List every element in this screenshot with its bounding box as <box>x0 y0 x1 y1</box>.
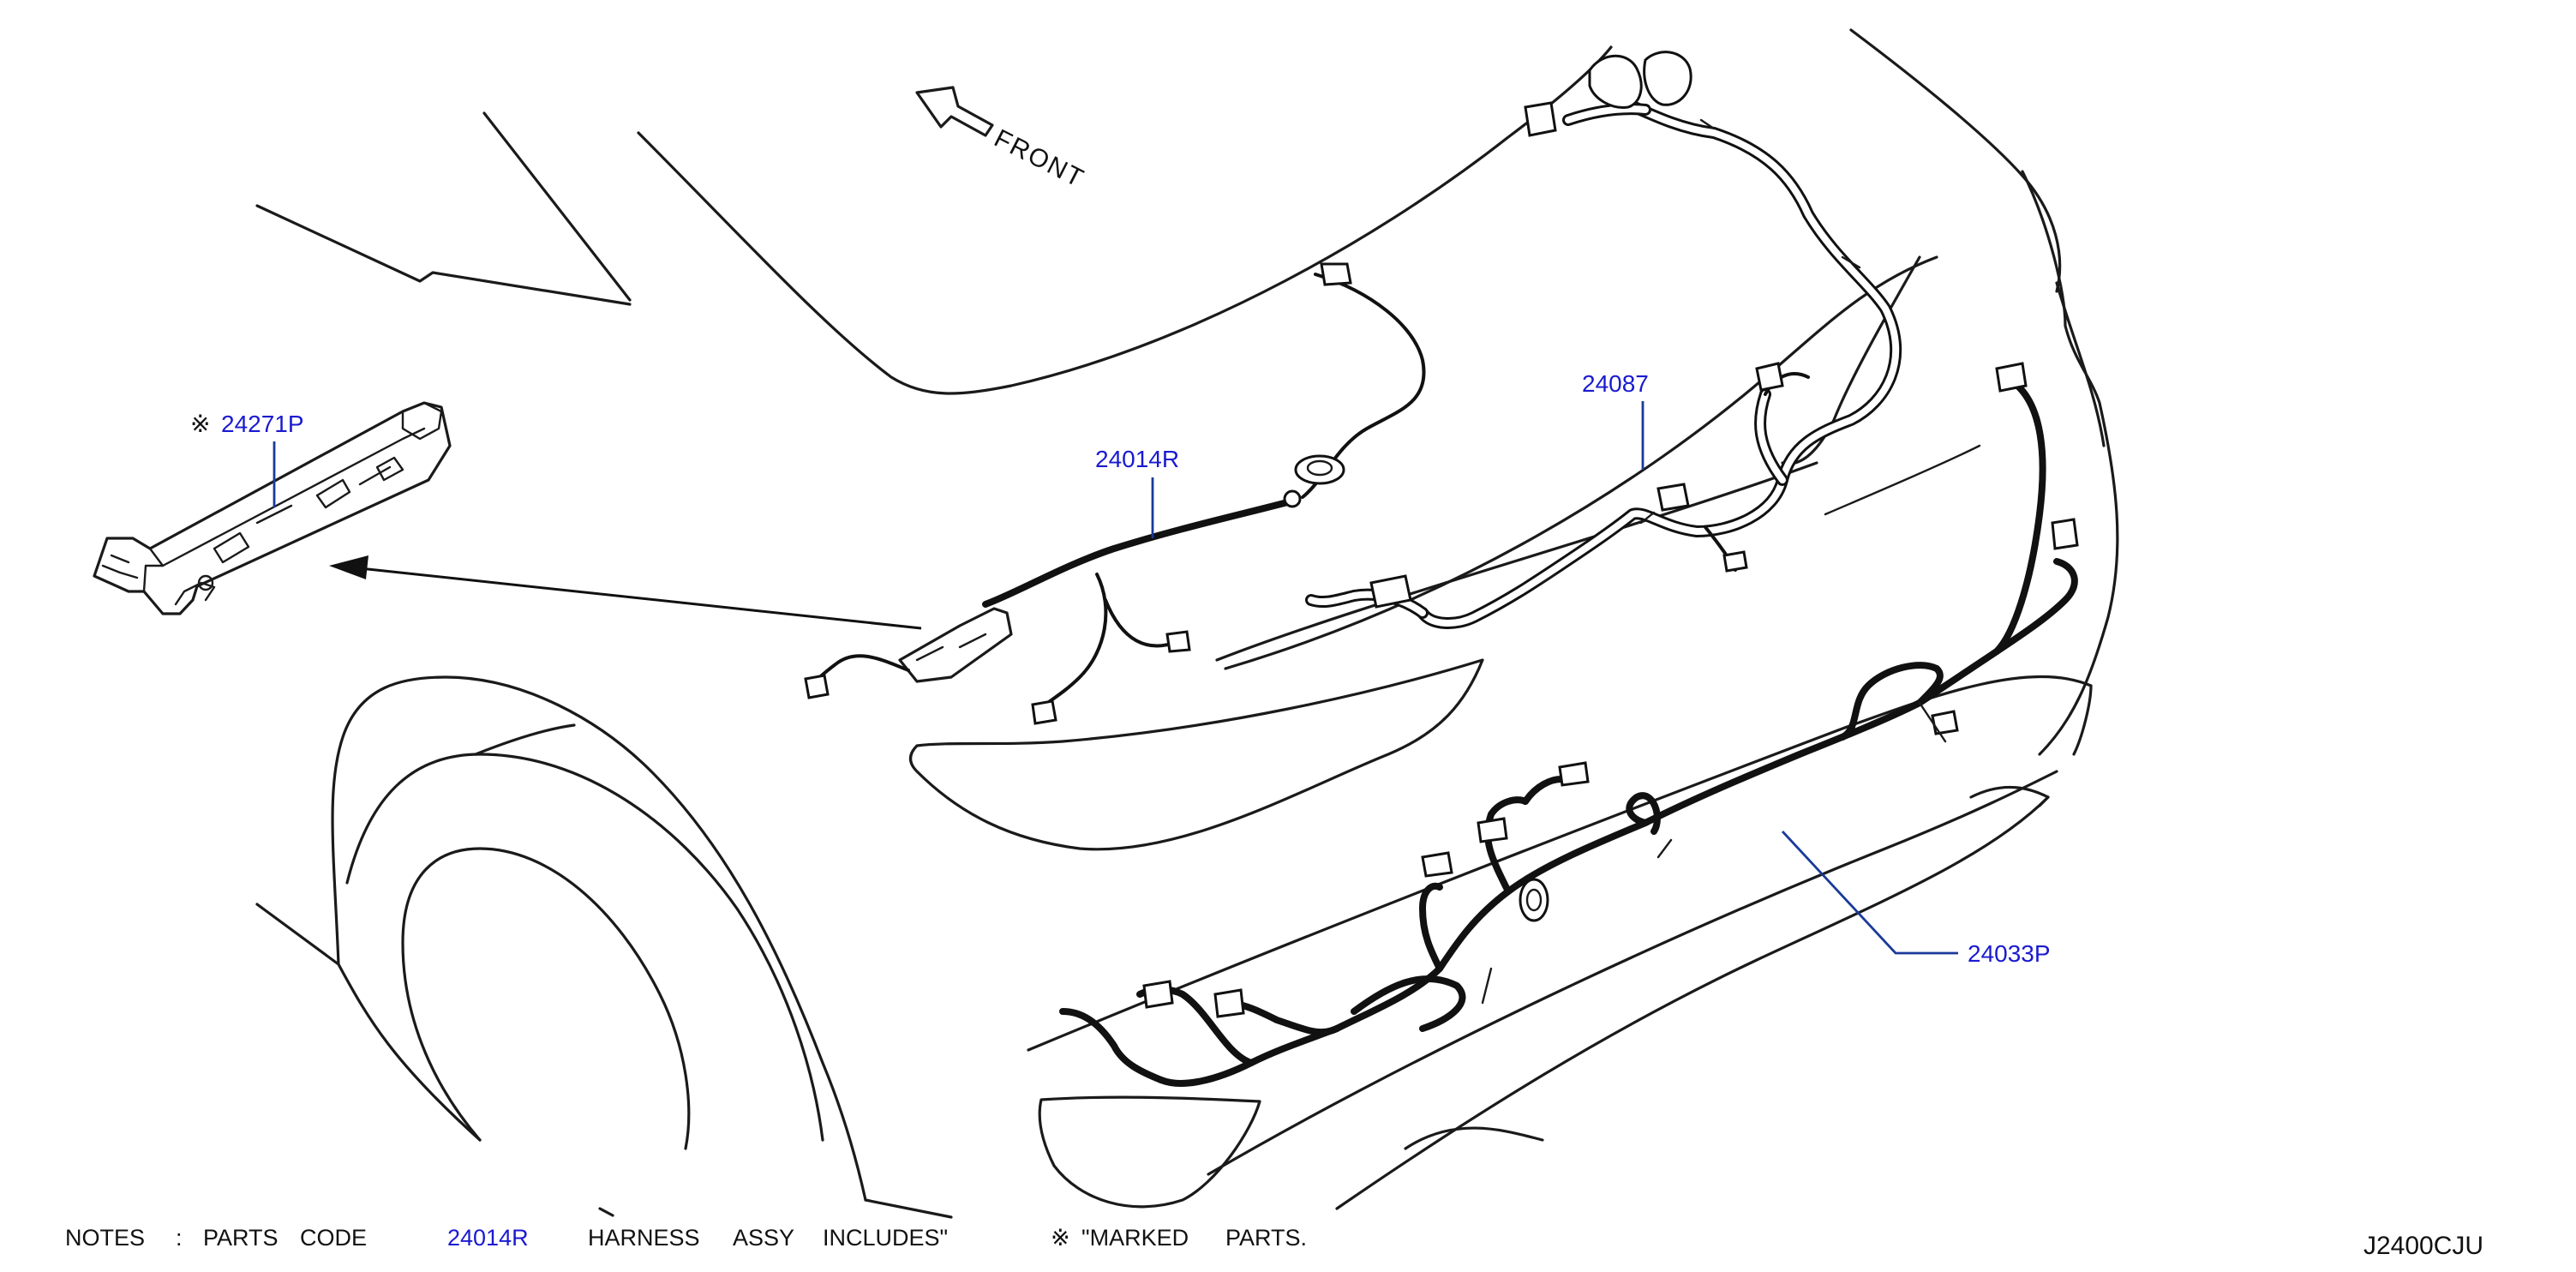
detail-pointer-arrow <box>329 555 922 630</box>
notes-word: "MARKED <box>1081 1225 1189 1251</box>
notes-prefix: NOTES <box>65 1225 145 1251</box>
front-label: FRONT <box>990 124 1089 194</box>
part-label: 24087 <box>1582 370 1649 397</box>
notes-part-code: 24014R <box>447 1225 529 1251</box>
notes-marked-symbol: ※ <box>1051 1225 1070 1251</box>
part-label: 24271P <box>221 411 304 437</box>
part-label: 24033P <box>1968 940 2051 967</box>
notes-word: ASSY <box>733 1225 794 1251</box>
bracket-24271p-detail <box>93 401 452 615</box>
marked-symbol: ※ <box>190 411 210 437</box>
harness-24033p <box>1059 362 2079 1087</box>
front-direction-indicator: FRONT <box>915 86 1089 194</box>
part-label: 24014R <box>1095 446 1179 472</box>
notes-word: HARNESS <box>588 1225 700 1251</box>
diagram-id: J2400CJU <box>2363 1232 2483 1260</box>
harness-24087 <box>1305 51 1902 629</box>
part-callout-24271p: ※ 24271P <box>190 411 304 507</box>
front-arrow-icon <box>915 86 994 137</box>
harness-24014r <box>804 262 1426 725</box>
notes-word: PARTS <box>203 1225 279 1251</box>
notes-word: PARTS. <box>1225 1225 1307 1251</box>
notes-separator: : <box>176 1225 183 1251</box>
notes-word: INCLUDES" <box>823 1225 948 1251</box>
notes-line: NOTES : PARTS CODE 24014R HARNESS ASSY I… <box>65 1225 1307 1251</box>
part-callout-24033p: 24033P <box>1781 831 2051 967</box>
notes-word: CODE <box>300 1225 367 1251</box>
vehicle-body-outline <box>255 28 2119 1219</box>
part-callout-24014r: 24014R <box>1095 446 1179 538</box>
part-callout-24087: 24087 <box>1582 370 1649 470</box>
